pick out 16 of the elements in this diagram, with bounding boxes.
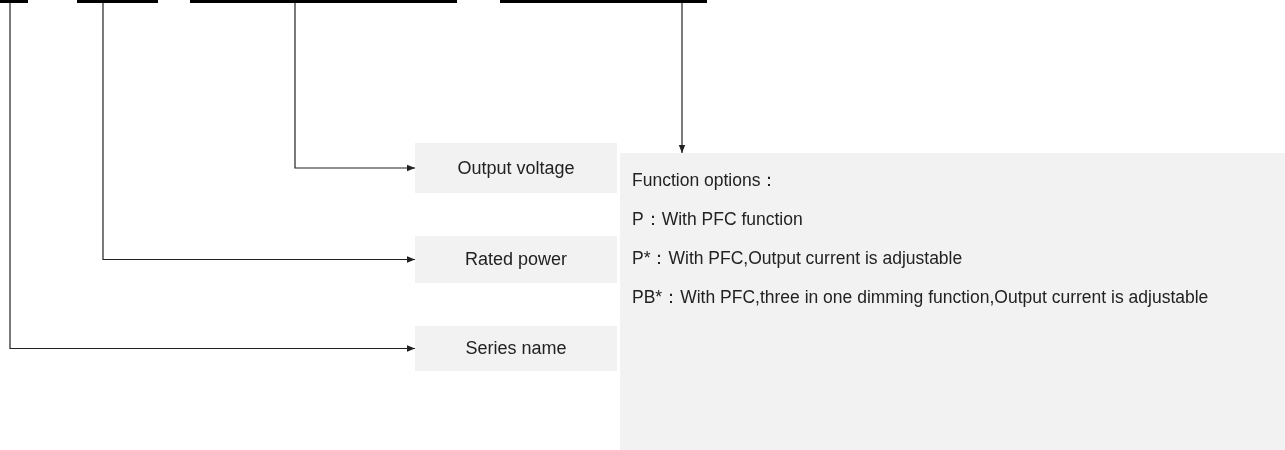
- label-box: Rated power: [415, 236, 617, 283]
- blank-underline: [190, 0, 457, 3]
- connector-arrow: [9, 2, 416, 352]
- blank-underline: [500, 0, 707, 3]
- label-box: Series name: [415, 326, 617, 371]
- blank-underline: [77, 0, 158, 3]
- connector-arrow: [102, 2, 416, 263]
- connector-arrow: [678, 2, 686, 154]
- option-text: PB*：With PFC,three in one dimming function,Output current is adjustable: [632, 286, 1210, 309]
- option-text: P*：With PFC,Output current is adjustable: [632, 247, 964, 270]
- label-box: Output voltage: [415, 143, 617, 193]
- options-panel: [620, 153, 1285, 450]
- connector-arrow: [294, 2, 416, 172]
- blank-underline: [0, 0, 28, 3]
- panel-heading: Function options：: [632, 169, 780, 192]
- option-text: P：With PFC function: [632, 208, 804, 231]
